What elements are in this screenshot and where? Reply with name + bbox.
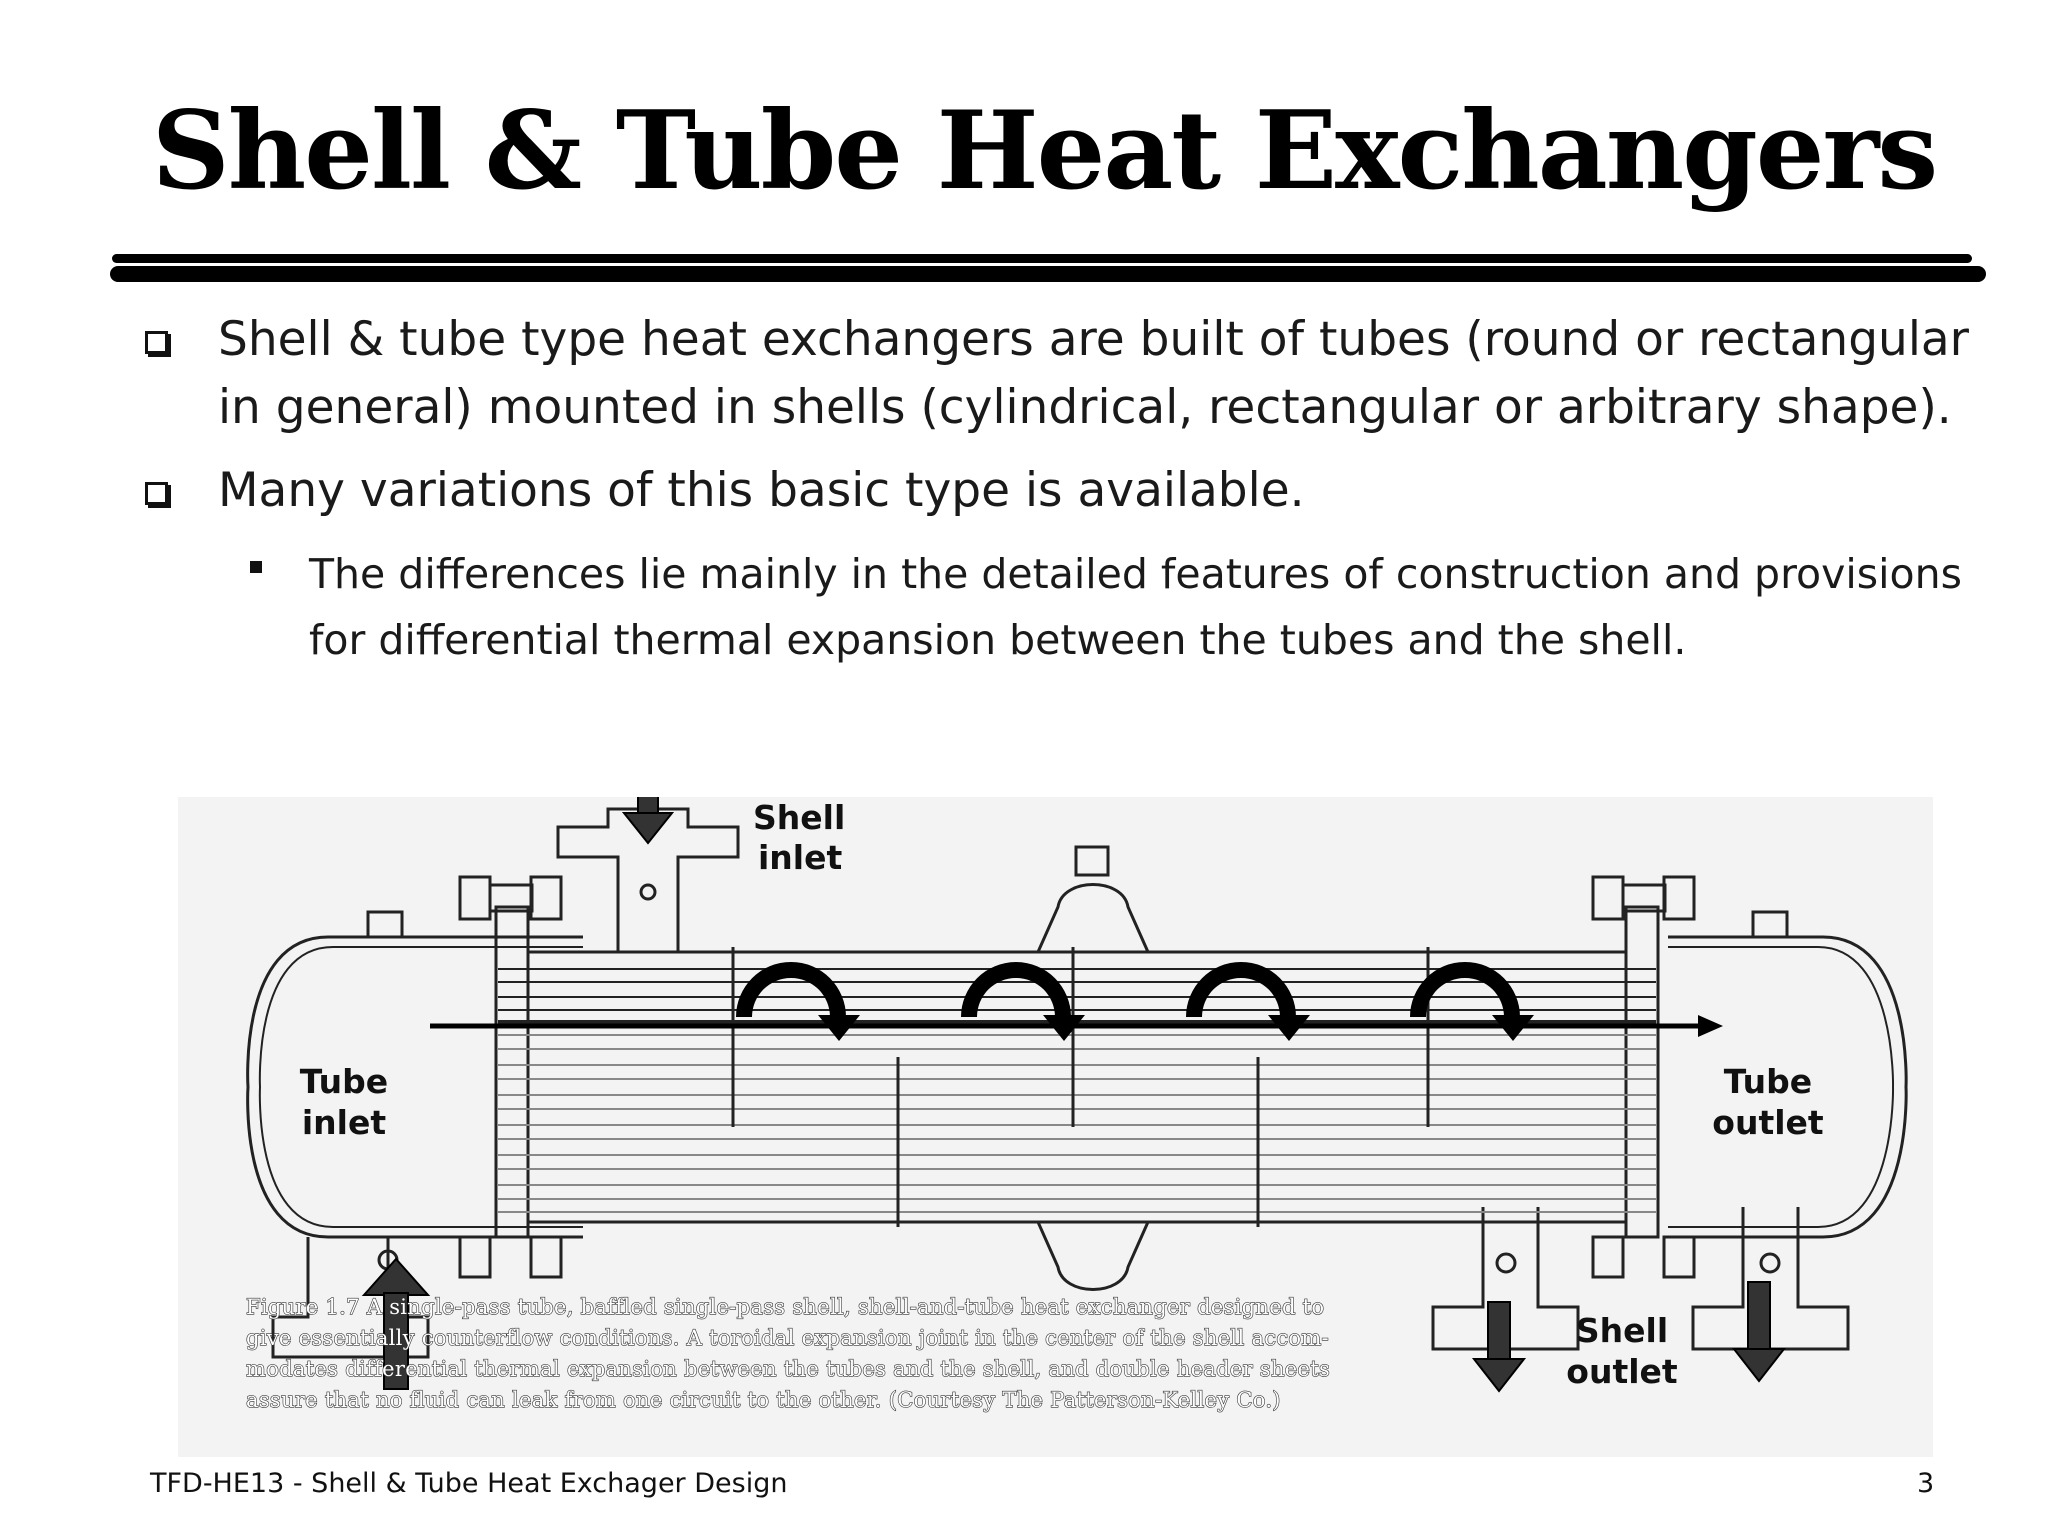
right-support-hole bbox=[1759, 1252, 1781, 1274]
right-vent-nozzle bbox=[1751, 910, 1789, 939]
tube-bundle bbox=[498, 968, 1656, 1213]
shell-flow-arrow bbox=[736, 962, 860, 1041]
bolt-right-bottom-2 bbox=[1662, 1235, 1696, 1279]
sub-bullet-line-2: for differential thermal expansion betwe… bbox=[309, 616, 1687, 664]
shell-flow-arrow bbox=[1186, 962, 1310, 1041]
bolt-right-nut bbox=[1621, 883, 1667, 913]
shell-inlet-label-line1: Shell bbox=[753, 798, 845, 837]
figure-caption-line: give essentially counterflow conditions.… bbox=[246, 1326, 1329, 1350]
title-rule-thick bbox=[110, 266, 1986, 282]
footer-course-title: TFD-HE13 - Shell & Tube Heat Exchager De… bbox=[150, 1468, 788, 1499]
bullet-1-line-2: in general) mounted in shells (cylindric… bbox=[218, 380, 1952, 435]
bolt-left-bottom-1 bbox=[458, 1235, 492, 1279]
figure-caption-line: Figure 1.7 A single-pass tube, baffled s… bbox=[246, 1295, 1324, 1319]
shell-inlet-label-line2: inlet bbox=[758, 838, 842, 877]
heat-exchanger-figure: Shell inlet Tube inlet Tube outlet Shell… bbox=[178, 797, 1933, 1457]
bolt-right-bottom-1 bbox=[1591, 1235, 1625, 1279]
shell-inlet-nozzle bbox=[556, 807, 740, 954]
right-head-inner bbox=[1668, 946, 1895, 1228]
shell-body bbox=[526, 950, 1628, 1224]
right-head-outline bbox=[1668, 935, 1908, 1239]
sub-bullet-line-1: The differences lie mainly in the detail… bbox=[309, 550, 1962, 598]
page-number: 3 bbox=[1917, 1468, 1935, 1499]
shell-outlet-label-line2: outlet bbox=[1566, 1352, 1678, 1391]
tube-inlet-arrow bbox=[361, 1257, 431, 1390]
expansion-joint-bottom bbox=[1036, 1221, 1150, 1291]
bolt-left-bottom-2 bbox=[529, 1235, 563, 1279]
tube-outlet-arrow bbox=[1731, 1281, 1787, 1383]
tube-outlet-label-line2: outlet bbox=[1712, 1103, 1824, 1142]
shell-outlet-label-line1: Shell bbox=[1576, 1311, 1668, 1350]
expansion-joint-top bbox=[1036, 883, 1150, 953]
checkbox-bullet-icon bbox=[145, 482, 168, 505]
baffles bbox=[731, 947, 1430, 1227]
tube-outlet-label-line1: Tube bbox=[1724, 1062, 1812, 1101]
shell-inlet-arrow bbox=[621, 797, 675, 845]
shell-flow-arrow bbox=[1410, 962, 1534, 1041]
bullet-1-line-1: Shell & tube type heat exchangers are bu… bbox=[218, 312, 1970, 367]
shell-outlet-arrow bbox=[1471, 1301, 1527, 1393]
middle-support-hole bbox=[1495, 1252, 1517, 1274]
tube-inlet-label-line2: inlet bbox=[302, 1103, 386, 1142]
shell-flow-arrow bbox=[961, 962, 1085, 1041]
bullet-2-line-1: Many variations of this basic type is av… bbox=[218, 463, 1305, 518]
figure-caption-line: assure that no fluid can leak from one c… bbox=[246, 1388, 1281, 1412]
checkbox-bullet-icon bbox=[145, 331, 168, 354]
tube-inlet-label-line1: Tube bbox=[300, 1062, 388, 1101]
port-arrows bbox=[361, 797, 1787, 1393]
shell-flow-arrows bbox=[736, 962, 1534, 1041]
left-vent-nozzle bbox=[366, 910, 404, 939]
bolt-left-nut bbox=[488, 883, 534, 913]
left-head-outline bbox=[246, 935, 583, 1239]
nozzle-hole bbox=[639, 883, 657, 901]
title-rule-thin bbox=[112, 254, 1972, 263]
figure-caption-line: modates differential thermal expansion b… bbox=[246, 1357, 1330, 1381]
square-bullet-icon bbox=[250, 561, 262, 573]
slide-title: Shell & Tube Heat Exchangers bbox=[151, 88, 1938, 214]
expansion-joint-vent bbox=[1074, 845, 1110, 877]
left-head-inner bbox=[258, 946, 583, 1228]
